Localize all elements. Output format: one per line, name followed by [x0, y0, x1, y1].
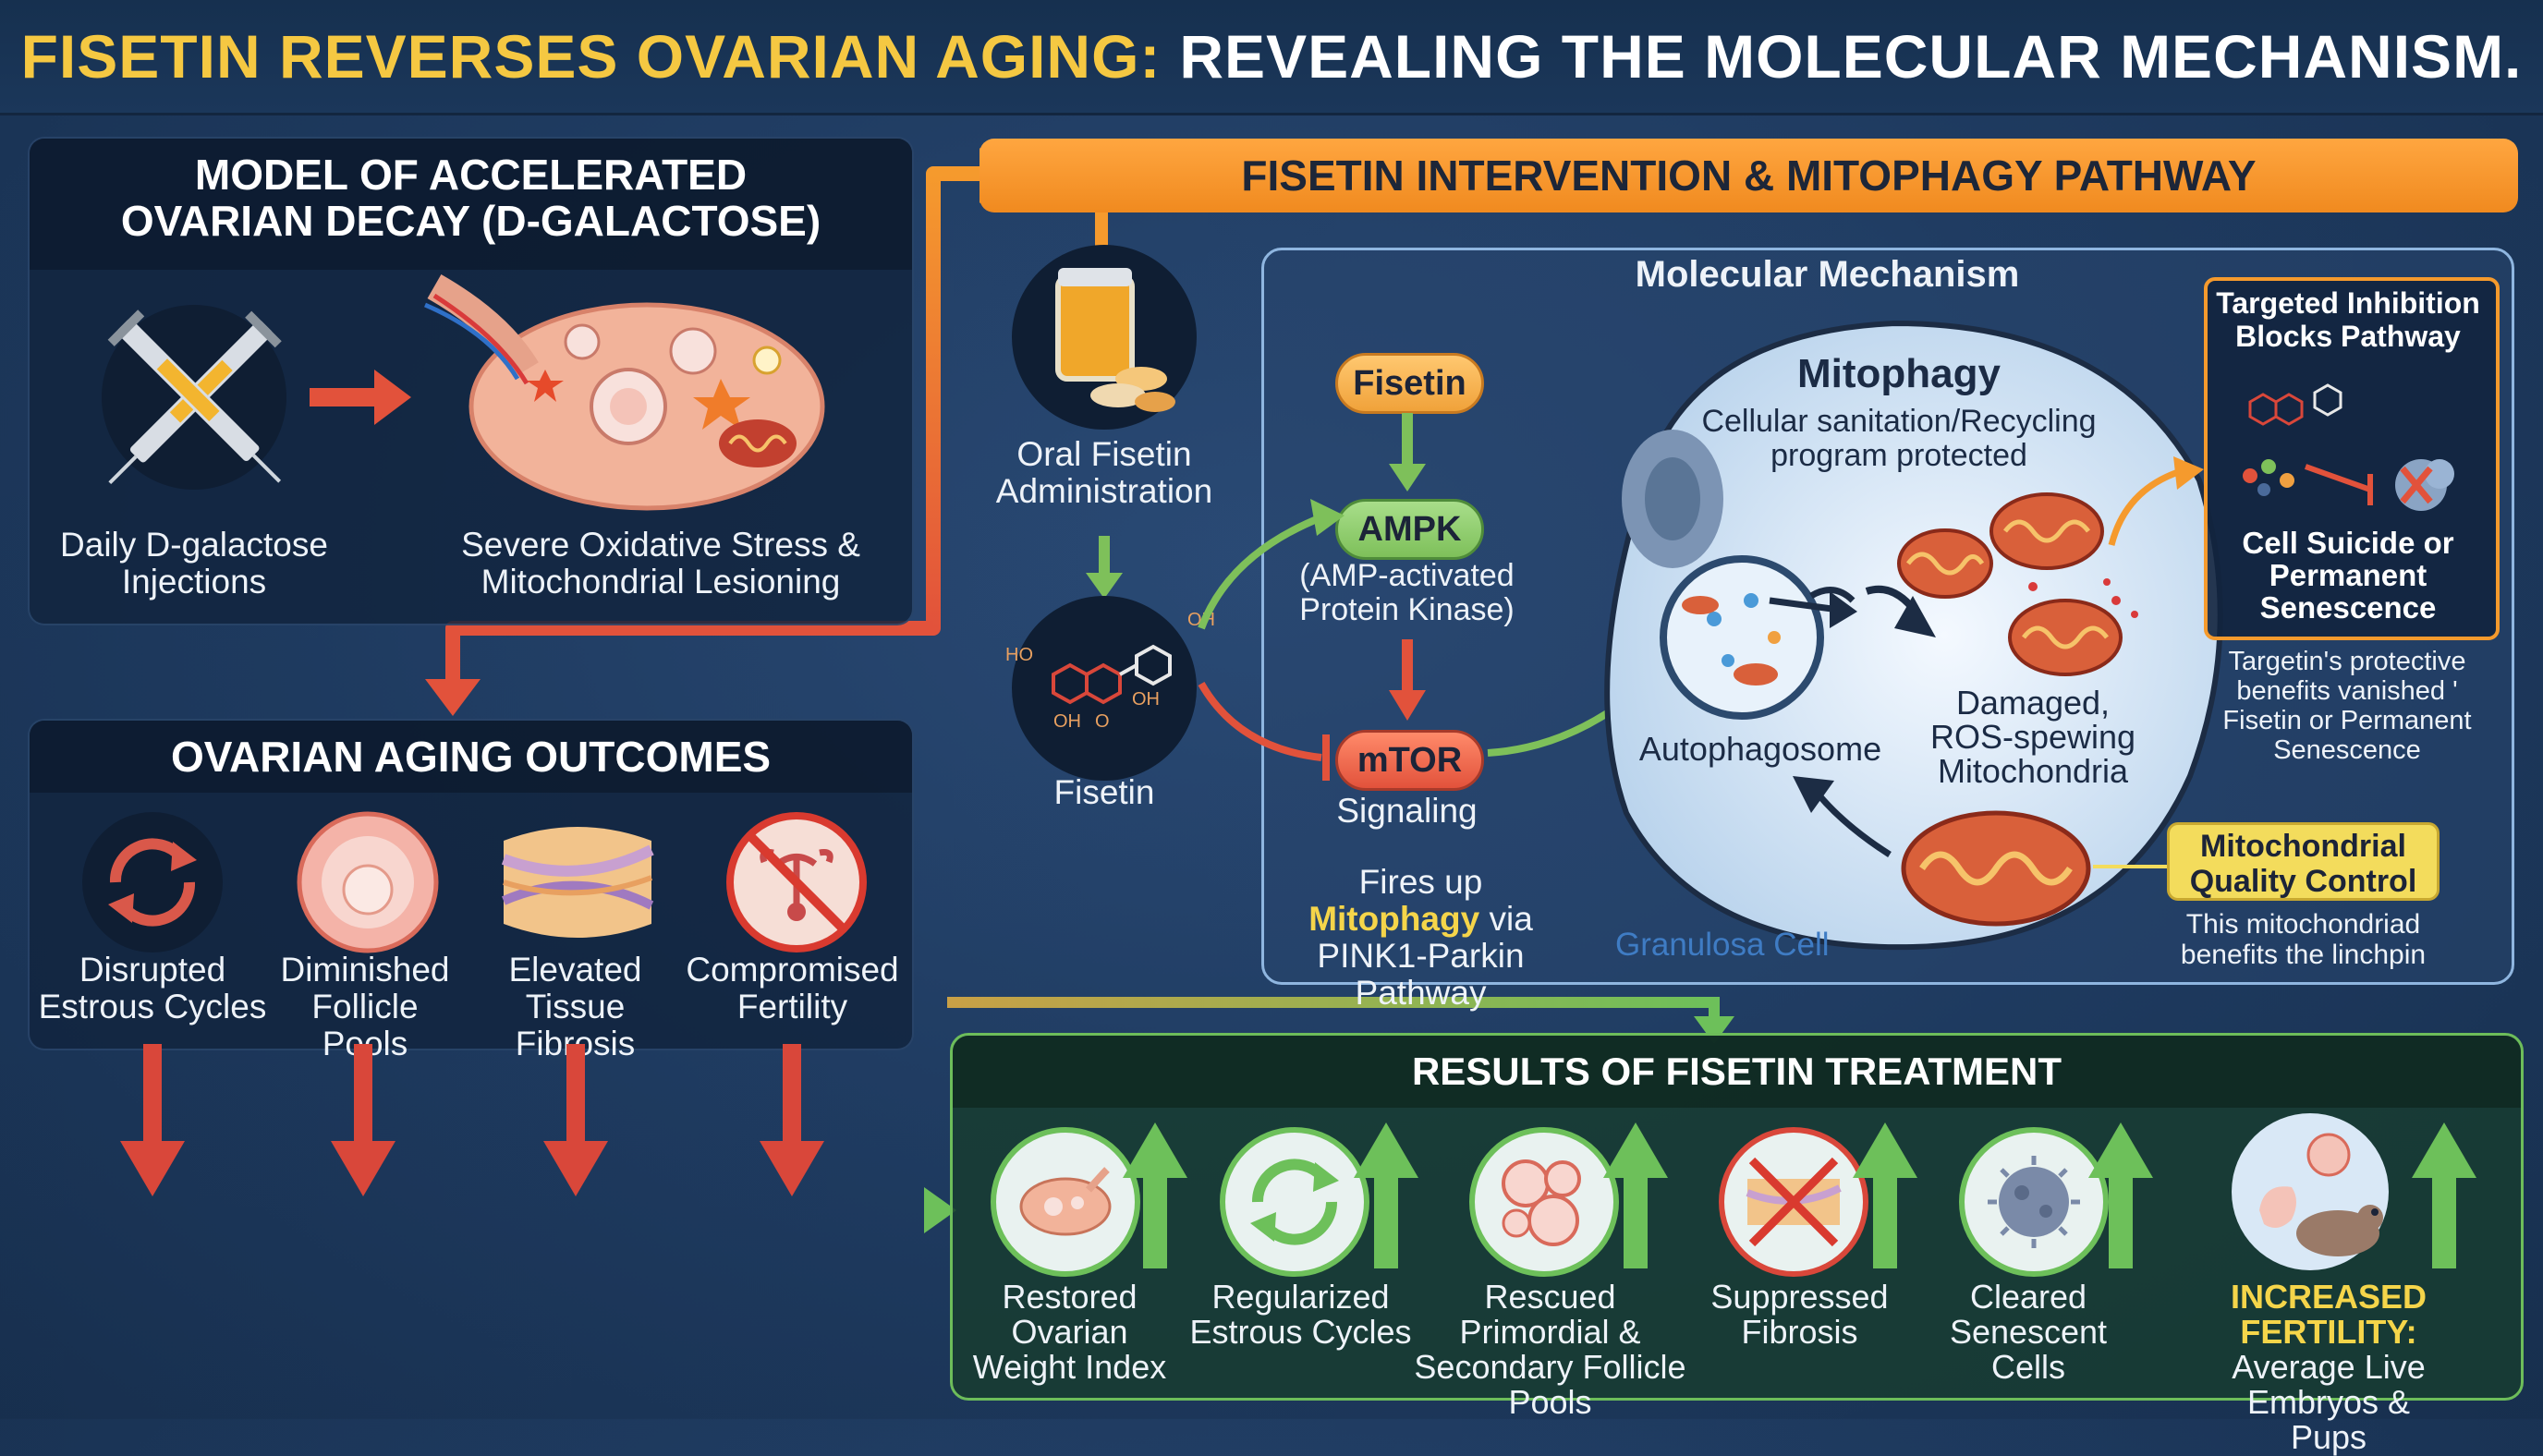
molecule-label-o: O	[1095, 711, 1110, 732]
result-label-fertility: INCREASED FERTILITY: Average Live Embryo…	[2230, 1278, 2427, 1456]
targeted-inhibition-title: Targeted Inhibition Blocks Pathway	[2216, 286, 2480, 353]
result-label-2: Regularized Estrous Cycles	[1189, 1278, 1412, 1351]
outcome-label-4: Compromised Fertility	[686, 951, 899, 1025]
fires-up-text: Fires up Mitophagy via PINK1-Parkin Path…	[1308, 863, 1533, 1012]
follicle-icon	[297, 811, 439, 953]
arrowhead-results	[924, 1187, 956, 1233]
arrow-right-icon	[310, 370, 411, 425]
title-part-1: FISETIN REVERSES OVARIAN AGING:	[20, 22, 1162, 91]
down-arrow-icon	[543, 1044, 608, 1196]
molecule-label-ho: HO	[1005, 645, 1033, 665]
autophagosome-label: Autophagosome	[1638, 730, 1882, 768]
arrowhead-results-top	[1694, 1016, 1734, 1044]
follicle-pools-icon	[1469, 1127, 1619, 1277]
targetin-text: Targetin's protective benefits vanished …	[2222, 647, 2472, 765]
molecule-label-oh: OH	[1053, 711, 1081, 732]
arrow-intervention-to-results	[947, 997, 1720, 1021]
up-arrow-icon	[1123, 1122, 1187, 1268]
down-arrow-icon	[1389, 639, 1426, 721]
down-arrow-icon	[331, 1044, 395, 1196]
mitophagy-description: Cellular sanitation/Recycling program pr…	[1701, 404, 2097, 473]
arrow-model-to-outcomes	[445, 621, 933, 684]
suppressed-fibrosis-icon	[1719, 1127, 1868, 1277]
result-label-5: Cleared Senescent Cells	[1949, 1278, 2108, 1386]
ampk-description: (AMP-activated Protein Kinase)	[1299, 558, 1515, 627]
mechanism-heading: Molecular Mechanism	[1635, 254, 2020, 295]
down-arrow-icon	[1086, 536, 1123, 599]
up-arrow-icon	[2088, 1122, 2153, 1268]
oral-fisetin-label: Oral Fisetin Administration	[995, 435, 1213, 510]
fisetin-molecule-icon	[1012, 596, 1197, 781]
granulosa-cell-label: Granulosa Cell	[1615, 927, 1830, 963]
ovary-icon	[991, 1127, 1140, 1277]
connector-stub	[1095, 212, 1108, 249]
arrow-to-intervention	[915, 166, 979, 636]
up-arrow-icon	[1853, 1122, 1917, 1268]
pill-jar-icon	[1012, 245, 1197, 430]
outcome-label-1: Disrupted Estrous Cycles	[38, 951, 267, 1025]
model-panel-heading: MODEL OF ACCELERATED OVARIAN DECAY (D-GA…	[30, 139, 912, 270]
injections-label: Daily D-galactose Injections	[60, 526, 328, 601]
stress-label: Severe Oxidative Stress & Mitochondrial …	[461, 526, 860, 601]
title-bar: FISETIN REVERSES OVARIAN AGING: REVEALIN…	[0, 0, 2543, 115]
intervention-heading: FISETIN INTERVENTION & MITOPHAGY PATHWAY	[979, 139, 2518, 212]
fisetin-pill: Fisetin	[1335, 353, 1484, 414]
mtor-description: Signaling	[1336, 792, 1478, 830]
result-label-3: Rescued Primordial & Secondary Follicle …	[1414, 1278, 1686, 1421]
model-panel: MODEL OF ACCELERATED OVARIAN DECAY (D-GA…	[28, 137, 914, 625]
no-fertility-icon	[726, 812, 867, 952]
regular-cycle-icon	[1220, 1127, 1369, 1277]
mtor-pill: mTOR	[1335, 730, 1484, 791]
embryo-pups-icon	[2232, 1113, 2389, 1270]
up-arrow-icon	[1603, 1122, 1668, 1268]
targeted-inhibition-box	[2204, 277, 2500, 640]
ampk-pill: AMPK	[1335, 499, 1484, 560]
up-arrow-icon	[1354, 1122, 1418, 1268]
result-label-1: Restored Ovarian Weight Index	[972, 1278, 1167, 1386]
granulosa-cell	[1604, 320, 2223, 951]
mqc-box: Mitochondrial Quality Control	[2167, 822, 2440, 901]
fisetin-pathway-arrows	[1198, 499, 1345, 781]
mqc-connector	[2093, 865, 2167, 868]
up-arrow-icon	[2412, 1122, 2476, 1268]
down-arrow-icon	[760, 1044, 824, 1196]
mitophagy-title: Mitophagy	[1797, 351, 2001, 396]
senescent-cell-icon	[1959, 1127, 2109, 1277]
molecule-label-oh: OH	[1132, 689, 1160, 710]
damaged-mitochondria-label: Damaged, ROS-spewing Mitochondria	[1929, 684, 2136, 790]
fibrosis-icon	[501, 827, 654, 938]
down-arrow-icon	[120, 1044, 185, 1196]
result-label-4: Suppressed Fibrosis	[1710, 1278, 1889, 1351]
results-heading: RESULTS OF FISETIN TREATMENT	[953, 1036, 2521, 1108]
outcome-label-3: Elevated Tissue Fibrosis	[508, 951, 642, 1062]
damaged-ovary-icon	[424, 273, 825, 511]
outcomes-heading: OVARIAN AGING OUTCOMES	[30, 721, 912, 793]
mqc-description: This mitochondriad benefits the linchpin	[2180, 909, 2427, 970]
down-arrow-icon	[1389, 413, 1426, 491]
title-part-2: REVEALING THE MOLECULAR MECHANISM.	[1179, 22, 2523, 91]
syringe-icon	[102, 305, 286, 490]
cell-suicide-label: Cell Suicide or Permanent Senescence	[2242, 526, 2454, 625]
arrow-to-inhibition	[2108, 456, 2204, 546]
cycle-icon	[82, 812, 223, 952]
inhibitor-molecule-icon	[2243, 383, 2454, 511]
fisetin-label: Fisetin	[1053, 773, 1155, 811]
arrowhead-outcomes	[425, 679, 481, 716]
